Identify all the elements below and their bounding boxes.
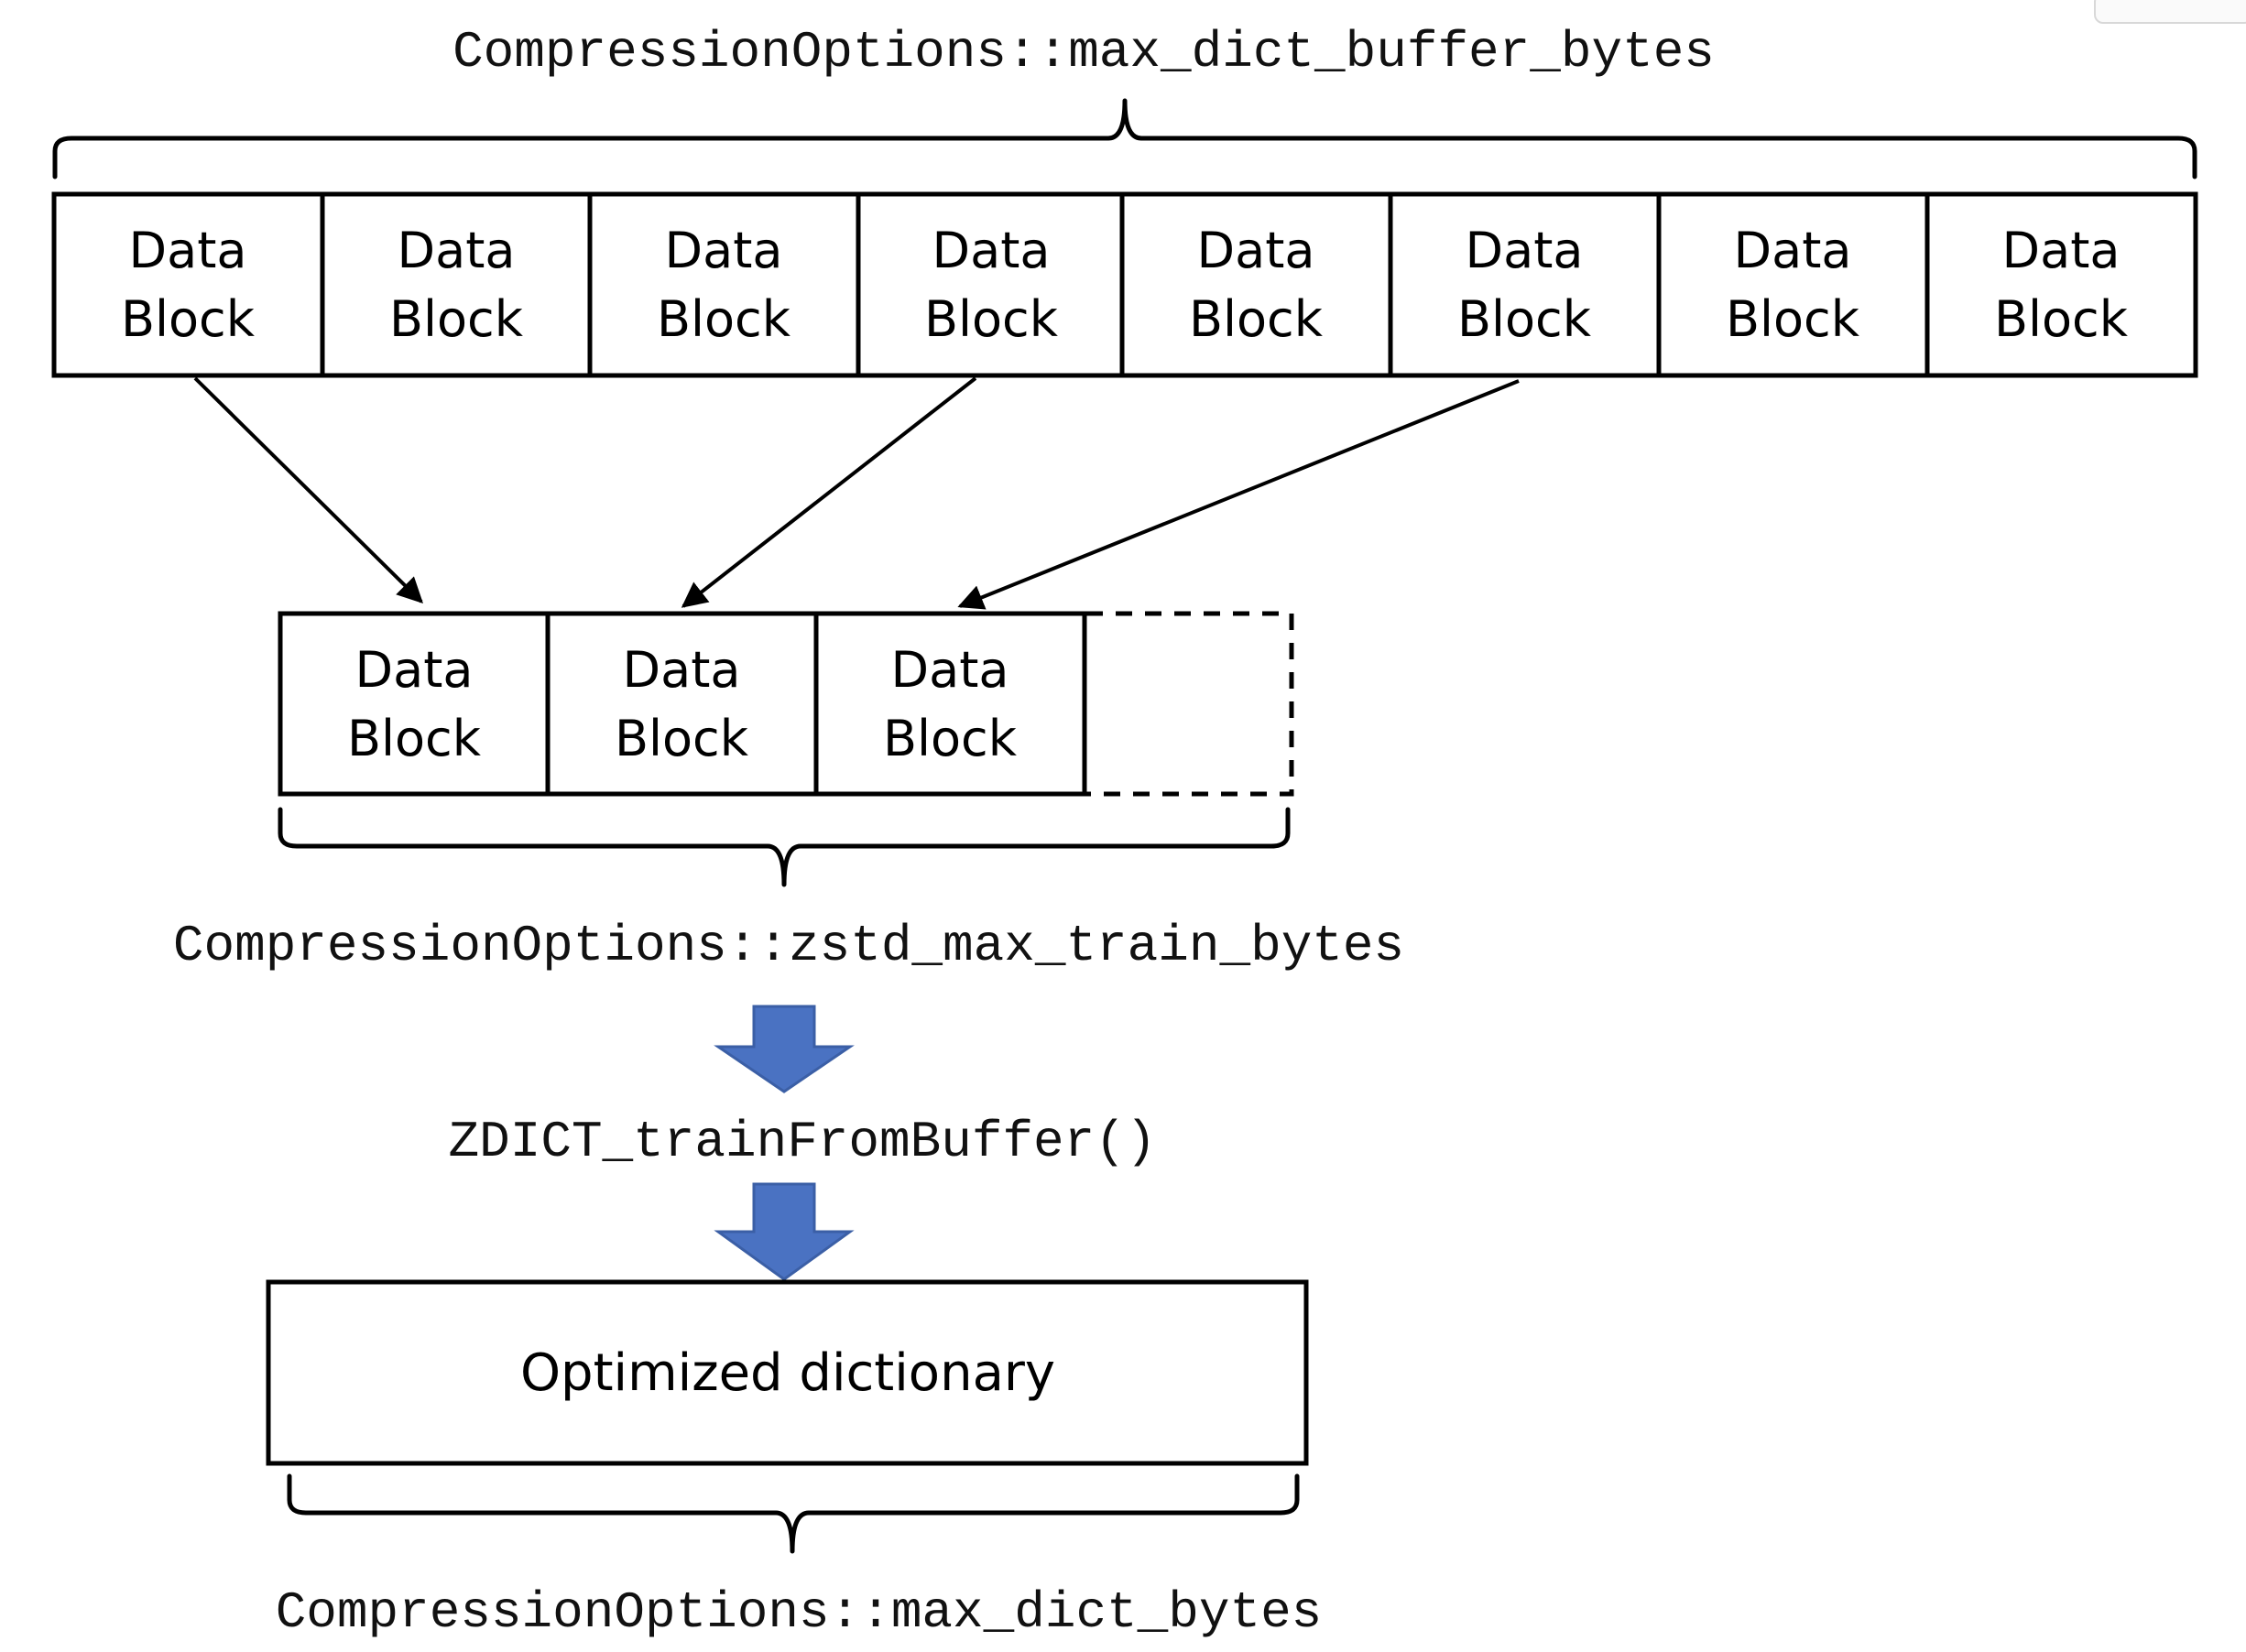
sample-arrow	[681, 376, 977, 608]
sampled-data-block: Data Block	[545, 611, 819, 797]
sampled-data-block: Data Block	[813, 611, 1087, 797]
block-label-line2: Block	[1189, 290, 1324, 348]
block-label-line1: Data	[1197, 222, 1315, 279]
buffer-brace	[52, 98, 2197, 179]
block-label-line1: Data	[129, 222, 247, 279]
empty-slot-dashed	[1086, 611, 1294, 797]
zstd-max-train-bytes-label: CompressionOptions::zstd_max_train_bytes	[173, 917, 1404, 975]
optimized-dictionary-box: Optimized dictionary	[266, 1279, 1309, 1466]
buffer-data-block: Data Block	[1388, 191, 1662, 378]
train-bytes-brace	[278, 807, 1291, 887]
block-label-line1: Data	[355, 641, 474, 699]
block-label-line2: Block	[1994, 290, 2129, 348]
block-label-line1: Data	[398, 222, 516, 279]
window-corner-chrome	[2094, 0, 2246, 24]
buffer-data-block: Data Block	[51, 191, 325, 378]
block-label-line1: Data	[891, 641, 1009, 699]
block-label-line1: Data	[1734, 222, 1852, 279]
sampled-data-block: Data Block	[278, 611, 551, 797]
buffer-data-block: Data Block	[1119, 191, 1393, 378]
buffer-data-block: Data Block	[856, 191, 1125, 378]
block-label-line2: Block	[1457, 290, 1592, 348]
optimized-dictionary-label: Optimized dictionary	[520, 1343, 1055, 1403]
train-function-label: ZDICT_trainFromBuffer()	[449, 1113, 1157, 1171]
sample-arrow	[193, 376, 423, 603]
block-label-line2: Block	[347, 710, 482, 767]
block-label-line2: Block	[1726, 290, 1860, 348]
block-label-line1: Data	[1466, 222, 1584, 279]
buffer-data-block: Data Block	[587, 191, 861, 378]
block-label-line1: Data	[623, 641, 741, 699]
buffer-data-block: Data Block	[1656, 191, 1930, 378]
block-label-line2: Block	[121, 290, 256, 348]
max-dict-buffer-bytes-label: CompressionOptions::max_dict_buffer_byte…	[452, 23, 1715, 82]
buffer-block-row: Data Block Data Block Data Block Data Bl…	[51, 191, 2198, 378]
down-arrow-icon	[714, 1005, 855, 1093]
block-label-line2: Block	[389, 290, 524, 348]
block-label-line2: Block	[657, 290, 791, 348]
block-label-line2: Block	[883, 710, 1018, 767]
sampled-block-row: Data Block Data Block Data Block	[278, 611, 1294, 797]
block-label-line2: Block	[924, 290, 1059, 348]
max-dict-bytes-label: CompressionOptions::max_dict_bytes	[276, 1583, 1323, 1642]
block-label-line1: Data	[2002, 222, 2121, 279]
down-arrow-icon	[714, 1182, 855, 1281]
sample-arrow	[957, 379, 1520, 610]
block-label-line1: Data	[932, 222, 1051, 279]
dict-bytes-brace	[287, 1473, 1300, 1554]
block-label-line1: Data	[665, 222, 783, 279]
buffer-data-block: Data Block	[320, 191, 593, 378]
block-label-line2: Block	[615, 710, 749, 767]
buffer-data-block: Data Block	[1924, 191, 2198, 378]
